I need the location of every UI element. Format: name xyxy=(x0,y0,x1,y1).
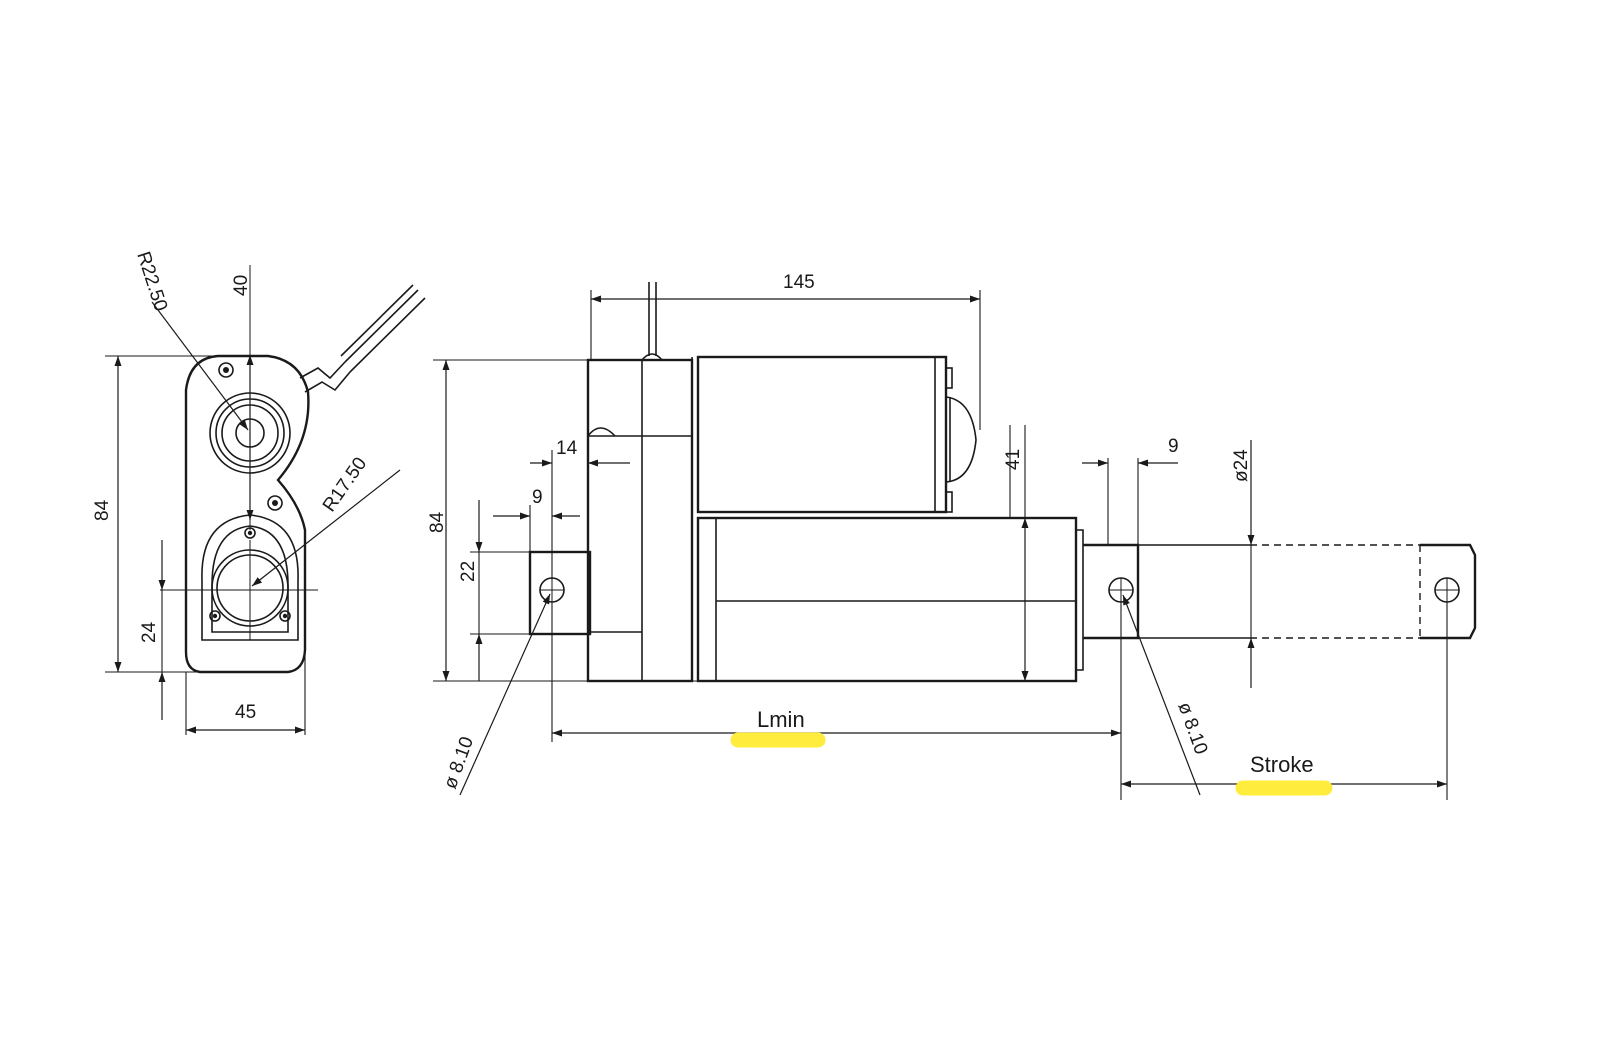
label-r22-50: R22.50 xyxy=(132,249,171,314)
label-stroke: Stroke xyxy=(1250,752,1314,777)
label-24: 24 xyxy=(139,621,160,643)
rear-clevis xyxy=(528,550,592,636)
label-hole-right: ø 8.10 xyxy=(1173,700,1211,758)
label-14: 14 xyxy=(556,438,578,459)
label-40: 40 xyxy=(231,275,252,296)
label-rod-diameter: ø24 xyxy=(1231,449,1252,482)
label-84-front: 84 xyxy=(92,499,113,521)
motor-body xyxy=(696,355,948,514)
label-22: 22 xyxy=(458,561,479,582)
label-hole-left: ø 8.10 xyxy=(440,734,478,792)
r22-leader xyxy=(151,301,249,431)
r17-leader xyxy=(251,469,401,587)
screw-icon xyxy=(267,495,283,511)
label-r17-50: R17.50 xyxy=(319,454,371,516)
outer-tube xyxy=(696,516,1078,683)
label-41: 41 xyxy=(1003,449,1024,470)
screw-icon xyxy=(218,362,234,378)
gearbox-housing xyxy=(586,358,694,683)
front-view: R22.50 40 R17.50 84 24 45 xyxy=(92,249,426,735)
screw-icon xyxy=(279,610,291,622)
label-9-left: 9 xyxy=(532,487,543,508)
extension-rod xyxy=(1083,543,1140,640)
cable xyxy=(299,284,426,393)
front-housing-outline xyxy=(184,354,310,674)
label-45: 45 xyxy=(235,702,256,723)
side-view: 145 84 22 14 9 41 9 xyxy=(427,272,1477,800)
label-145: 145 xyxy=(783,272,815,293)
label-9-right: 9 xyxy=(1168,436,1179,457)
label-84-side: 84 xyxy=(427,511,448,533)
hole-right-leader xyxy=(1122,594,1201,796)
hole-left-leader xyxy=(459,593,551,796)
label-lmin: Lmin xyxy=(757,707,805,732)
screw-icon xyxy=(209,610,221,622)
